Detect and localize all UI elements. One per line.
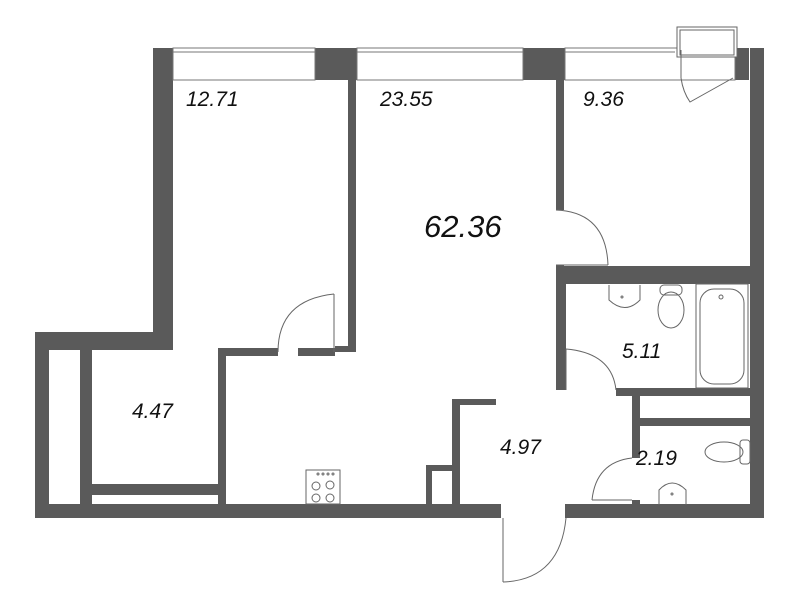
bathroom-fixtures <box>608 283 751 505</box>
room-area-hallway: 4.97 <box>500 436 541 459</box>
total-area: 62.36 <box>424 209 502 244</box>
balcony-door <box>676 26 738 103</box>
room-area-bedroom-2: 9.36 <box>583 88 624 111</box>
walls <box>35 48 764 518</box>
room-area-bedroom: 12.71 <box>186 88 239 111</box>
room-area-toilet: 2.19 <box>636 447 677 470</box>
room-area-living-room: 23.55 <box>380 88 433 111</box>
room-area-storage: 4.47 <box>132 400 173 423</box>
stove-icon <box>305 469 341 505</box>
doors <box>277 209 633 583</box>
windows <box>172 47 736 81</box>
room-area-bathroom: 5.11 <box>622 340 662 363</box>
